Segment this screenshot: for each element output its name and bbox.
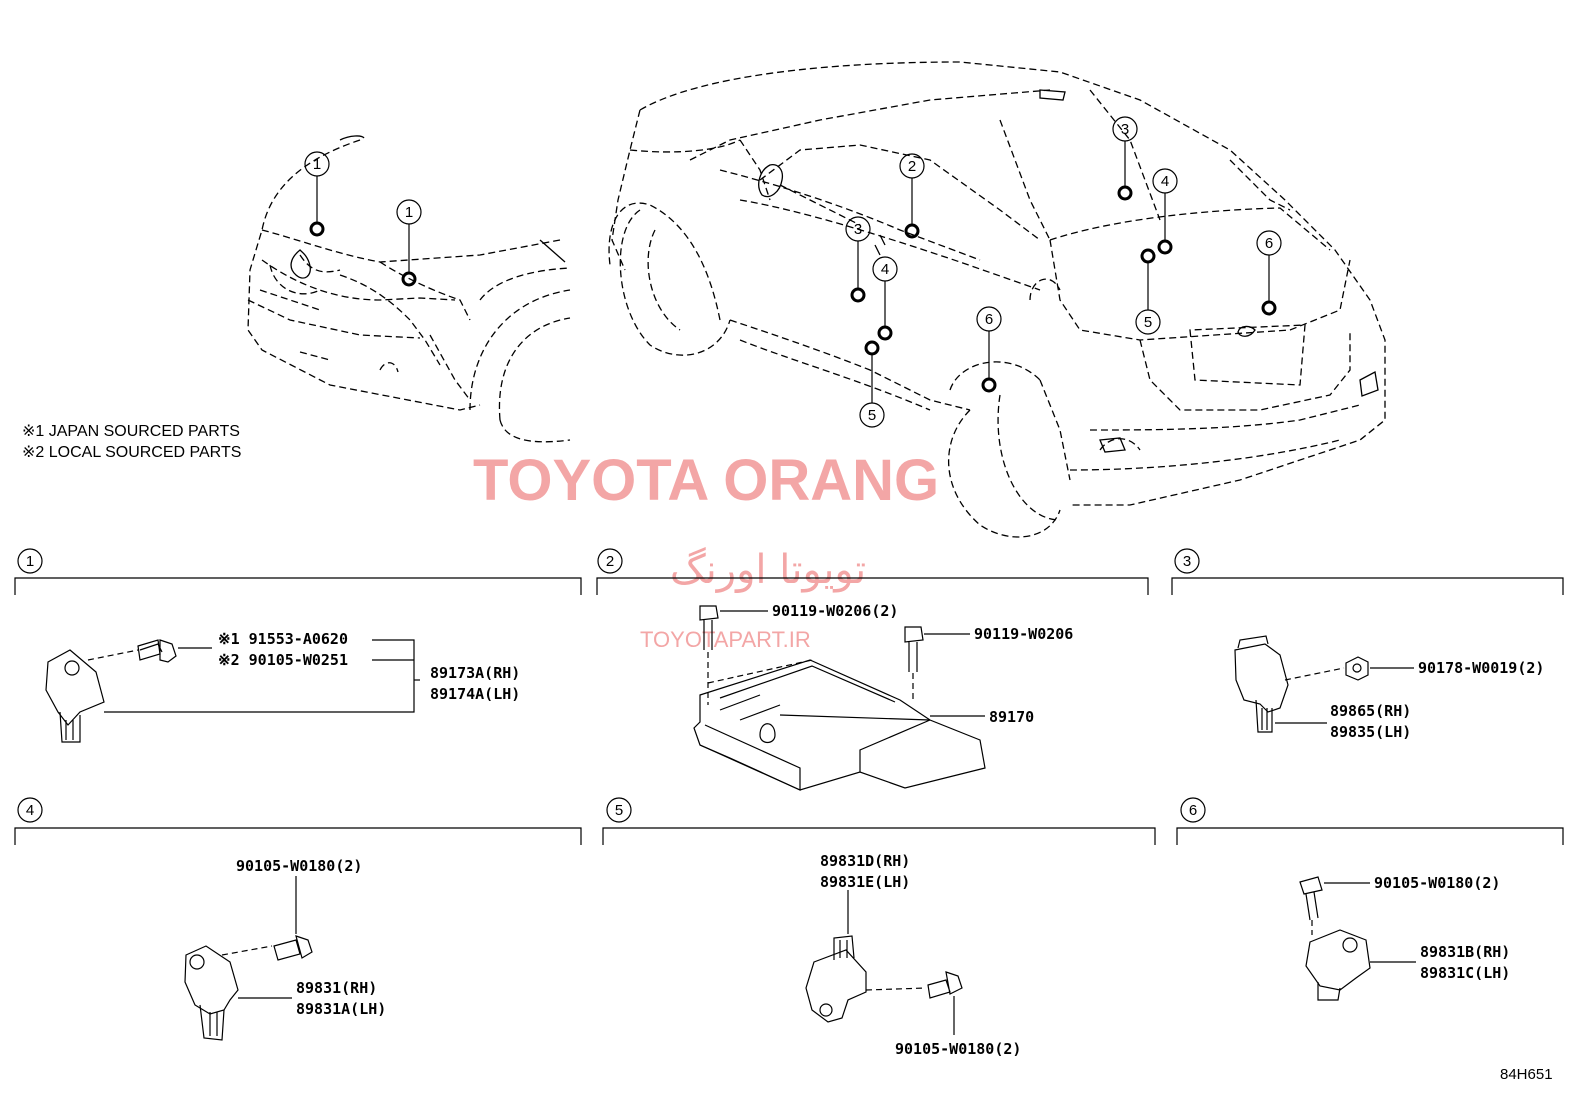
callout-6b: 6 [1265,235,1273,252]
callout-markers [304,116,1282,428]
side-sensor-6 [1305,929,1371,991]
s4-part-lh: 89831A(LH) [296,1000,386,1018]
callout-4b: 4 [1161,173,1169,190]
bolt-section-2a [699,605,719,650]
watermark-site: TOYOTAPART.IR [640,627,811,652]
nut-section-3 [1345,656,1369,681]
s4-part-rh: 89831(RH) [296,979,377,997]
section-1-number: 1 [26,553,34,570]
s3-nut: 90178-W0019(2) [1418,659,1544,677]
s1-part-rh: 89173A(RH) [430,664,520,682]
s5-part-lh: 89831E(LH) [820,873,910,891]
s1-bolt-local: ※2 90105-W0251 [218,651,348,669]
diagram-code: 84H651 [1500,1066,1553,1083]
callout-1a: 1 [313,156,321,173]
section-headers [14,548,1564,845]
rear-car-illustration [608,61,1386,538]
watermark-main: TOYOTA ORANG [473,448,939,513]
section-2-number: 2 [606,553,614,570]
s1-bolt-japan: ※1 91553-A0620 [218,630,348,648]
watermark-persian: تویوتا اورنگ [670,547,866,593]
callout-3a: 3 [854,221,862,238]
s5-part-rh: 89831D(RH) [820,852,910,870]
section-5-number: 5 [615,802,623,819]
callout-3b: 3 [1121,121,1129,138]
s4-bolt: 90105-W0180(2) [236,857,362,875]
s3-part-rh: 89865(RH) [1330,702,1411,720]
note-japan-sourced: ※1 JAPAN SOURCED PARTS [22,423,240,440]
section-3-parts [1234,635,1414,733]
callout-5a: 5 [868,407,876,424]
section-4-parts [184,876,313,1041]
s2-part-ecu: 89170 [989,708,1034,726]
s6-part-rh: 89831B(RH) [1420,943,1510,961]
note-local-sourced: ※2 LOCAL SOURCED PARTS [22,444,241,461]
s6-bolt: 90105-W0180(2) [1374,874,1500,892]
section-3-number: 3 [1183,553,1191,570]
section-5-parts [805,890,963,1035]
s1-part-lh: 89174A(LH) [430,685,520,703]
section-4-number: 4 [26,802,34,819]
section-6-number: 6 [1189,802,1197,819]
callout-1b: 1 [405,204,413,221]
s2-bolt-b: 90119-W0206 [974,625,1073,643]
bolt-section-4 [273,935,313,961]
s6-part-lh: 89831C(LH) [1420,964,1510,982]
side-sensor-5 [805,949,867,1023]
callout-6a: 6 [985,311,993,328]
section-2-parts [693,605,986,791]
s5-bolt: 90105-W0180(2) [895,1040,1021,1058]
callout-numbers: 1 1 2 3 3 4 4 5 5 6 6 [313,121,1273,424]
s3-part-lh: 89835(LH) [1330,723,1411,741]
callout-4a: 4 [881,261,889,278]
callout-5b: 5 [1144,314,1152,331]
section-1-parts [45,639,420,743]
side-sensor-4 [184,945,239,1015]
bolt-section-6 [1299,876,1323,921]
front-car-illustration [247,139,571,443]
airbag-ecu [693,659,986,791]
door-sensor [1234,643,1289,713]
rear-car-solid-details [758,89,1379,453]
airbag-sensor-front [45,649,105,726]
front-car-hood-lines [290,135,566,279]
section-6-parts [1299,876,1416,1001]
callout-2: 2 [908,158,916,175]
bolt-section-5 [927,971,963,999]
s2-bolt-a: 90119-W0206(2) [772,602,898,620]
bolt-section-2b [904,626,924,672]
